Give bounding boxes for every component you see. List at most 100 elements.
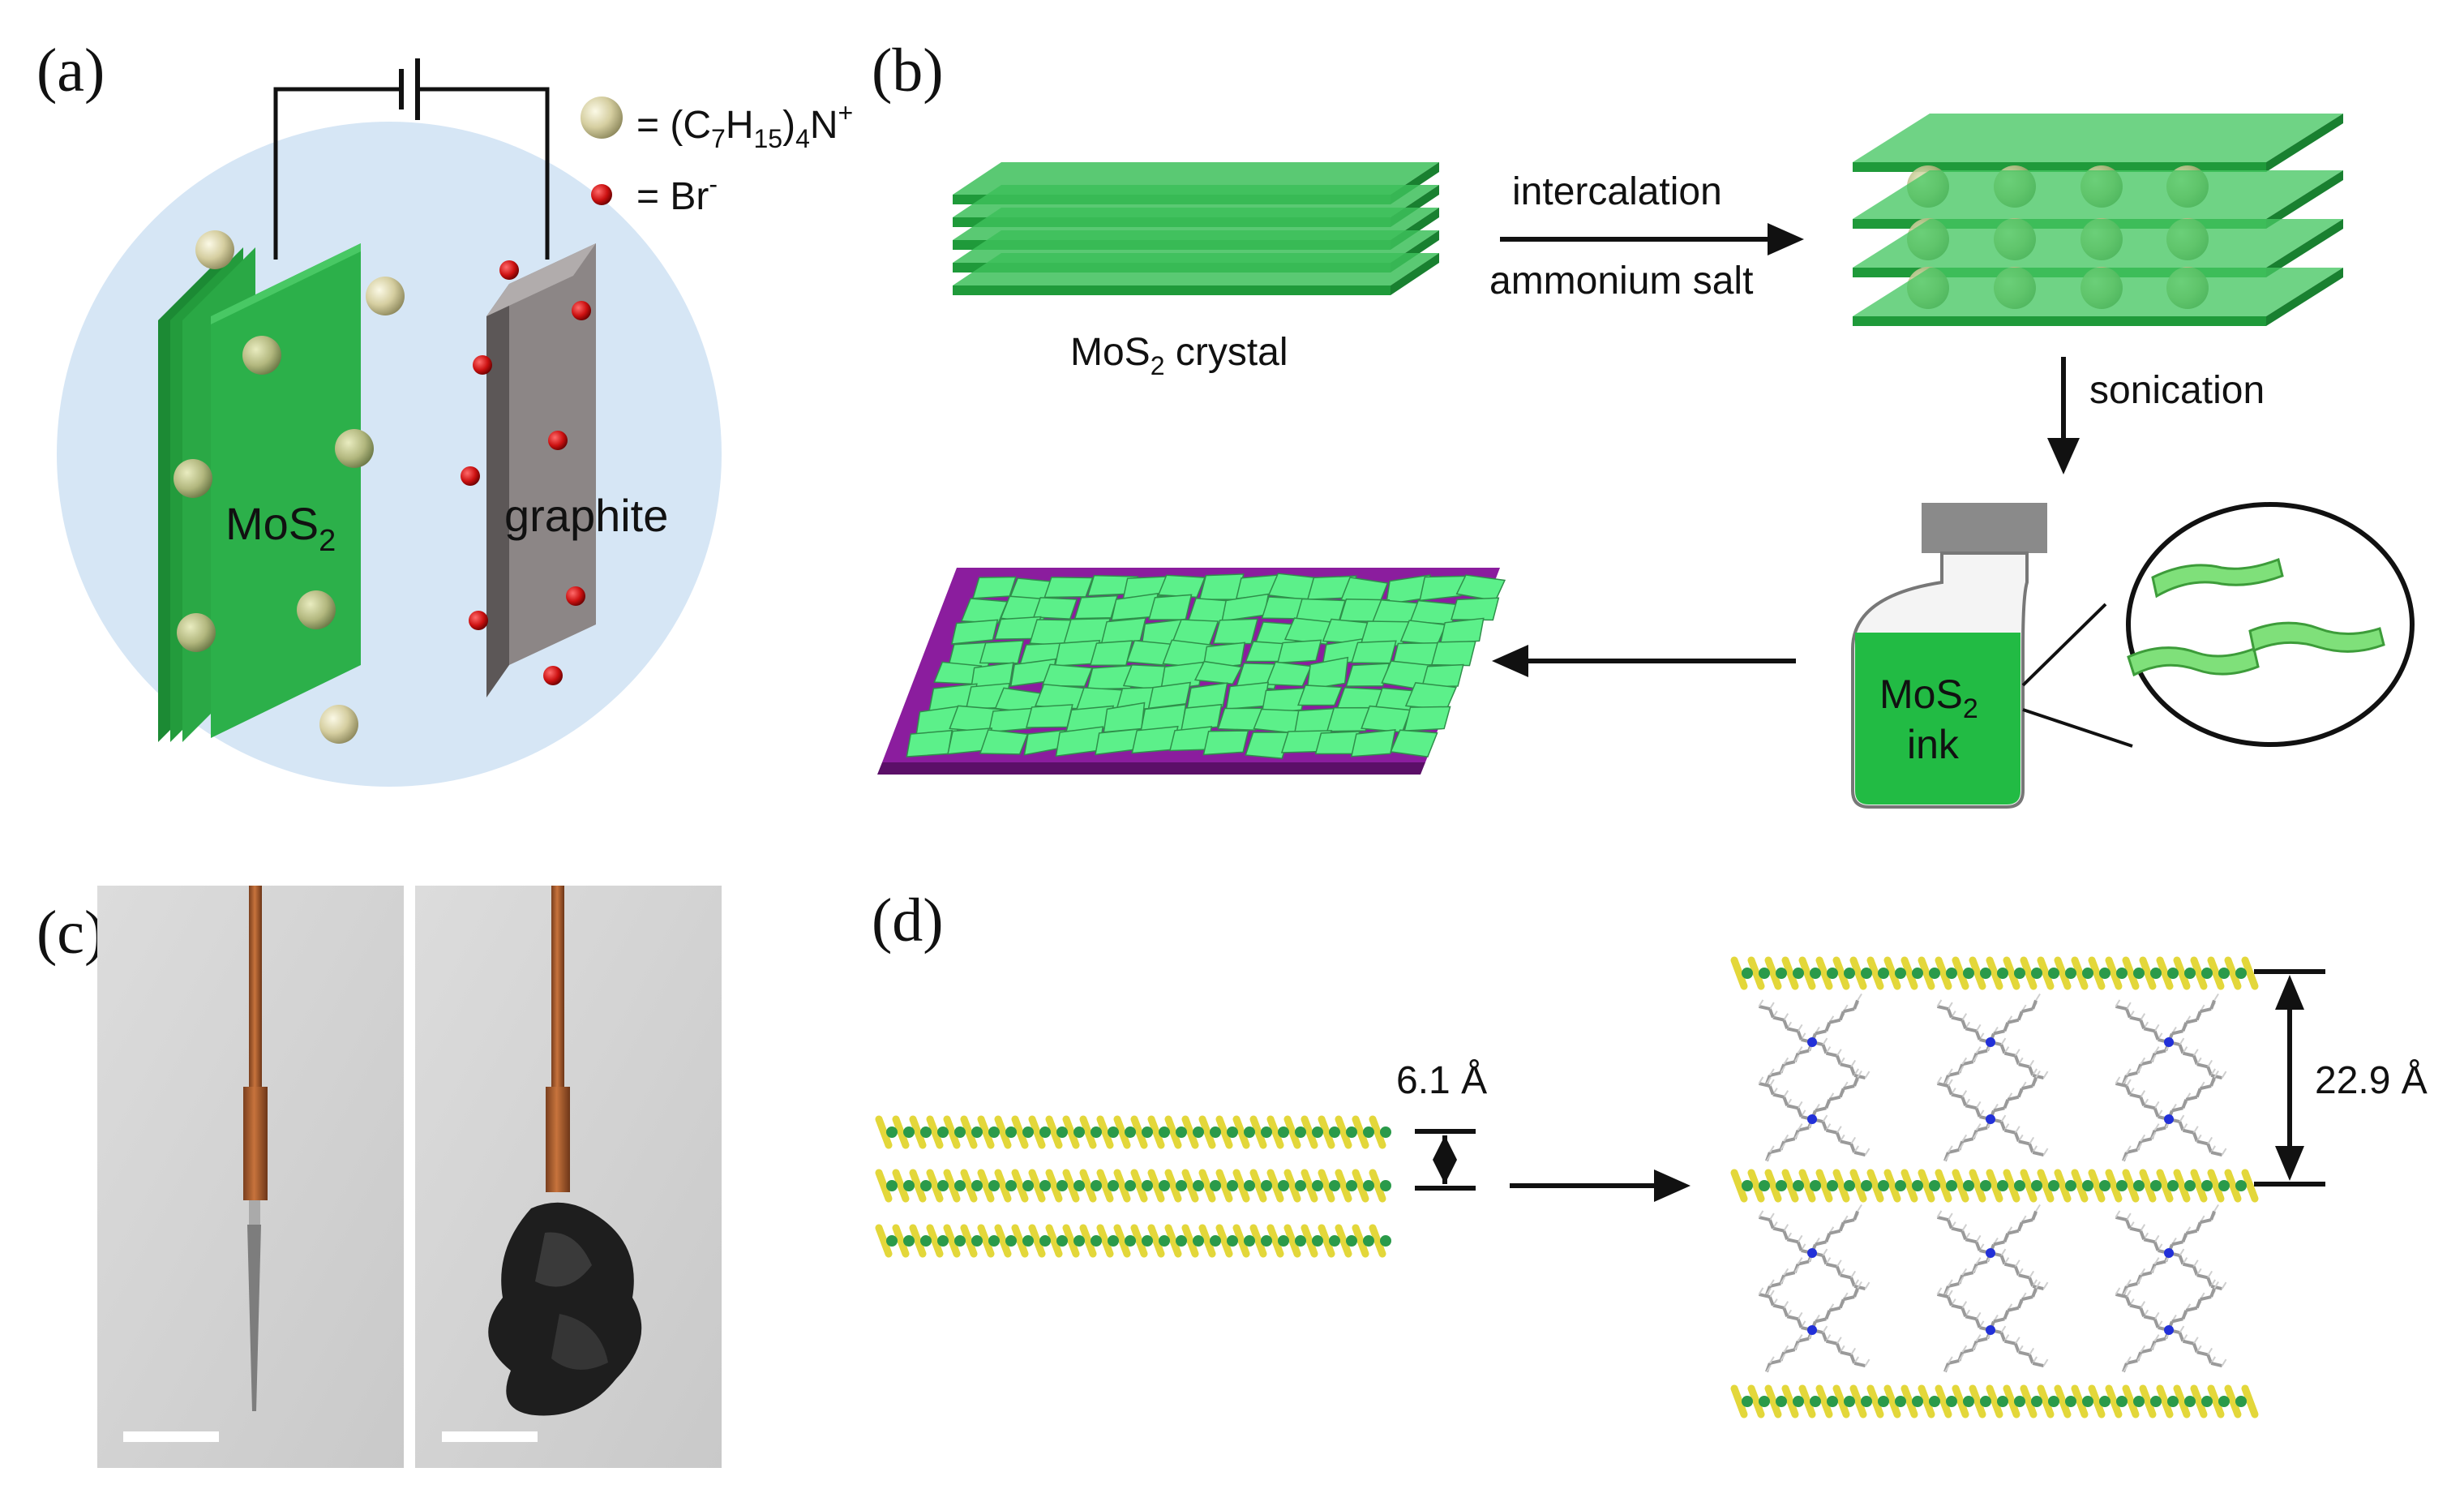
film-flake xyxy=(1095,728,1140,756)
magnified-flakes xyxy=(2021,502,2415,748)
film-flake xyxy=(1276,639,1322,664)
spacing-arrowheads-small xyxy=(1433,1135,1457,1184)
crystal-label: MoS2 crystal xyxy=(1070,331,1288,380)
film-flake xyxy=(1157,574,1206,599)
intercalation-arrow xyxy=(1500,223,1804,255)
ammonium-molecule xyxy=(1936,1070,2049,1162)
intercalant-molecules xyxy=(1758,993,2227,1373)
ink-label-line1: MoS2 xyxy=(1879,672,1978,724)
crystal-sheet xyxy=(953,253,1439,295)
film-flake xyxy=(1073,594,1119,620)
film-flake xyxy=(1403,706,1451,732)
electrolyte-circle xyxy=(57,122,722,787)
intercalated-stack xyxy=(1853,114,2343,326)
film-flake xyxy=(1314,731,1361,755)
mos2-label: MoS2 xyxy=(225,498,336,558)
film-flake xyxy=(1306,656,1349,691)
panel-a-letter: (a) xyxy=(36,36,105,105)
mos2-atomic-layer xyxy=(875,1169,1391,1203)
panel-c-letter: (c) xyxy=(36,899,105,967)
film-flake xyxy=(933,661,983,685)
arrow-ammonium-label: ammonium salt xyxy=(1489,260,1753,303)
pristine-mos2-layers xyxy=(875,1115,1391,1258)
film-flake xyxy=(1025,704,1073,728)
ammonium-molecule xyxy=(1936,993,2049,1085)
spacing-label-large: 22.9 Å xyxy=(2315,1059,2428,1102)
film-flake xyxy=(1225,681,1270,710)
intercalated-sheet xyxy=(1853,114,2343,172)
film-flake xyxy=(1181,703,1223,732)
film-flake xyxy=(1399,620,1447,646)
film-flake xyxy=(1111,592,1159,621)
film-flake xyxy=(1193,660,1243,685)
film-flake xyxy=(1430,640,1476,667)
film-flake xyxy=(1055,726,1104,757)
mos2-atomic-layer xyxy=(1730,1169,2259,1203)
film-flake xyxy=(1351,640,1397,664)
legend-cation-bead xyxy=(581,97,623,139)
battery-icon xyxy=(399,58,420,120)
film-flake xyxy=(1169,726,1213,752)
film-flake xyxy=(1217,707,1263,732)
bromide-ions xyxy=(461,260,591,685)
film-flake xyxy=(1381,660,1433,691)
film-flake xyxy=(906,729,953,757)
film-flake xyxy=(1212,618,1258,645)
intercalated-sheet xyxy=(1853,268,2343,326)
film-flake xyxy=(1221,593,1270,622)
film-flake xyxy=(994,616,1042,640)
film-flake xyxy=(979,729,1029,755)
panel-b-letter: (b) xyxy=(872,36,944,105)
film-flake xyxy=(1350,728,1396,757)
spacing-marker-large xyxy=(2254,969,2325,1187)
film-flake xyxy=(1023,729,1066,756)
film-flake xyxy=(1345,663,1391,687)
intercalated-mos2-layers xyxy=(1730,956,2259,1418)
graphite-electrode xyxy=(486,243,596,697)
legend-anion-dot xyxy=(591,184,612,205)
panel-d: (d) 6.1 Å 22.9 Å xyxy=(872,886,2428,1418)
photo-expanded-electrode xyxy=(415,886,722,1468)
ammonium-molecule xyxy=(1936,1281,2049,1373)
ink-label-line2: ink xyxy=(1907,722,1960,767)
film-flake xyxy=(1148,594,1193,620)
film-flake xyxy=(1245,732,1291,759)
legend-anion-text: = Br- xyxy=(636,170,718,218)
cation-beads xyxy=(174,230,405,744)
ammonium-molecule xyxy=(1936,1204,2049,1296)
film-flake xyxy=(1451,597,1500,621)
panel-d-letter: (d) xyxy=(872,886,944,955)
ammonium-molecule xyxy=(2115,1204,2227,1296)
film-flake xyxy=(1147,681,1192,710)
film-flake xyxy=(1390,729,1438,757)
film-flake xyxy=(950,619,999,645)
ammonium-molecule xyxy=(1758,1281,1870,1373)
sonication-label: sonication xyxy=(2089,369,2265,412)
graphite-label: graphite xyxy=(504,490,668,541)
film-flake xyxy=(1131,725,1179,754)
film-flake xyxy=(1202,730,1249,756)
film-flake xyxy=(1032,597,1078,620)
mos2-atomic-layer xyxy=(875,1224,1391,1258)
mos2-film-substrate xyxy=(877,568,1506,775)
film-flake xyxy=(1100,617,1146,645)
film-flake xyxy=(1054,639,1101,667)
film-flake xyxy=(1361,705,1412,733)
panel-b: (b) MoS2 crystal intercalation ammonium … xyxy=(872,36,2415,809)
film-flake xyxy=(979,640,1025,664)
photo-pristine-electrode xyxy=(97,886,404,1468)
ammonium-molecule xyxy=(2115,993,2227,1085)
legend-cation-text: = (C7H15)4N+ xyxy=(636,98,853,153)
ammonium-molecule xyxy=(1758,1204,1870,1296)
ammonium-molecule xyxy=(2115,1281,2227,1373)
mos2-ink-vial xyxy=(1851,503,2047,809)
panel-a: (a) xyxy=(36,36,853,787)
circuit-wires xyxy=(273,87,550,260)
deposition-arrow xyxy=(1492,645,1796,677)
mos2-atomic-layer xyxy=(1730,956,2259,990)
spacing-label-small: 6.1 Å xyxy=(1396,1059,1487,1102)
film-flake xyxy=(947,727,993,755)
mos2-atomic-layer xyxy=(1730,1384,2259,1418)
spacing-arrowhead-down xyxy=(2275,1146,2304,1181)
